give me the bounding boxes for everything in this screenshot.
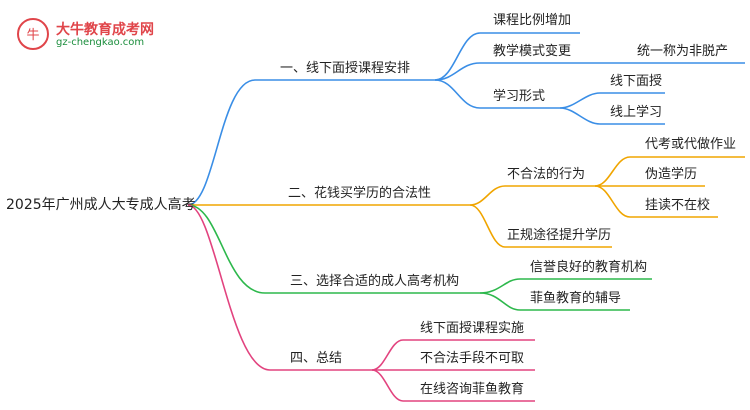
b2-item-absent: 挂读不在校 <box>645 198 711 213</box>
b3-item-reputable: 信誉良好的教育机构 <box>530 260 648 275</box>
branch-2-label: 二、花钱买学历的合法性 <box>288 186 432 201</box>
b2-item-proxy-exam: 代考或代做作业 <box>645 137 737 152</box>
b3-item-feiyu: 菲鱼教育的辅导 <box>530 291 622 306</box>
b1-item-study-form: 学习形式 <box>493 89 546 104</box>
branch-4-connectors <box>187 204 535 402</box>
b1-item-course-ratio: 课程比例增加 <box>493 13 572 28</box>
b2-item-proper-way: 正规途径提升学历 <box>507 228 612 243</box>
branch-2-connectors <box>188 156 745 248</box>
b2-item-illegal: 不合法的行为 <box>507 167 586 182</box>
b1-item-offline: 线下面授 <box>610 74 663 89</box>
b1-item-online: 线上学习 <box>610 105 663 120</box>
branch-3-connectors <box>187 204 652 311</box>
branch-1-connectors <box>187 32 745 206</box>
site-logo[interactable]: 牛 大牛教育成考网 gz-chengkao.com <box>16 15 176 55</box>
b4-item-offline-impl: 线下面授课程实施 <box>420 321 525 336</box>
b4-item-consult: 在线咨询菲鱼教育 <box>420 382 525 397</box>
branch-4-label: 四、总结 <box>290 351 343 366</box>
svg-text:牛: 牛 <box>26 28 39 43</box>
logo-url: gz-chengkao.com <box>56 37 145 48</box>
branch-1-label: 一、线下面授课程安排 <box>280 61 411 76</box>
logo-name: 大牛教育成考网 <box>56 22 154 38</box>
b1-item-non-fulltime: 统一称为非脱产 <box>637 44 729 59</box>
b4-item-illegal-no: 不合法手段不可取 <box>420 351 525 366</box>
b2-item-fake-degree: 伪造学历 <box>645 167 698 182</box>
branch-3-label: 三、选择合适的成人高考机构 <box>290 274 460 289</box>
root-topic: 2025年广州成人大专成人高考 <box>6 197 196 213</box>
logo-mark-icon: 牛 <box>17 18 49 50</box>
b1-item-teaching-mode: 教学模式变更 <box>493 44 572 59</box>
